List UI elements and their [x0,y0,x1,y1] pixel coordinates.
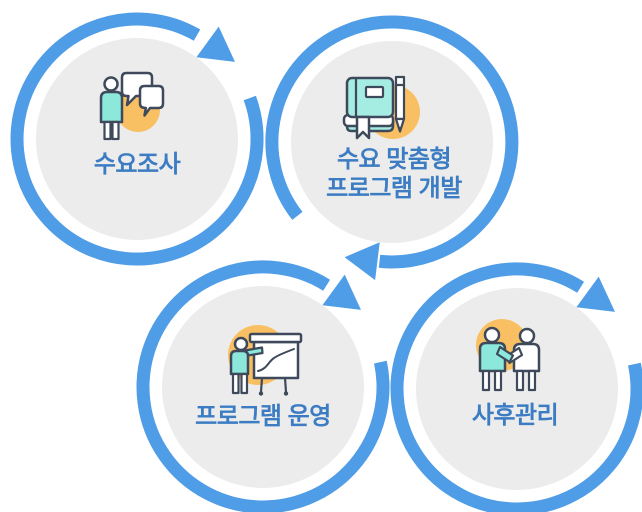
step-label-3: 프로그램 운영 [173,402,353,431]
cycle-arrow-ring-1 [10,12,264,266]
presenter-leg [231,372,240,395]
cycle-arrow-ring-3 [136,260,390,512]
right-person-head [518,327,536,345]
presenter-chart-board-icon [228,325,303,396]
arrow-head-2 [344,242,380,281]
speech-bubble-small [138,84,165,117]
step-label-3-text: 프로그램 운영 [195,403,331,430]
left-person-arm [495,345,515,364]
person-speech-bubbles-icon [99,71,165,141]
arrow-head-1 [196,26,235,62]
left-person-leg [493,369,503,392]
book-and-pencil-icon [342,75,420,140]
cycle-arrow-ring-2 [265,15,519,269]
board-foot [258,391,264,396]
chart-curve [257,348,295,372]
presenter-head [233,336,249,352]
person-head [103,76,119,92]
step-label-4: 사후관리 [425,401,605,430]
step-label-2-line-2: 프로그램 개발 [326,175,462,202]
arrow-head-3 [322,274,361,310]
bookmark-ribbon [355,115,371,140]
step-label-2-line-1: 수요 맞춤형 [336,146,452,173]
step-label-2: 수요 맞춤형 프로그램 개발 [304,145,484,203]
speech-bubble-large [120,71,154,107]
handshake-people-icon [476,319,541,392]
right-person-leg [515,369,525,392]
pencil-lead [398,127,402,132]
pencil-body [394,75,406,121]
pencil-tip [394,117,406,133]
step-label-1: 수요조사 [57,150,217,179]
left-person-leg [481,369,491,392]
board-foot [283,391,289,396]
book-label [364,85,385,99]
person-torso [99,90,124,124]
step-circle-1 [36,38,238,240]
step-label-4-text: 사후관리 [471,402,559,429]
presenter-torso [229,349,250,376]
presenter-leg [240,372,249,395]
left-person-head [483,326,501,344]
right-person-leg [527,369,537,392]
person-leg [103,120,112,141]
cycle-arrow-ring-4 [390,262,642,512]
person-leg [111,120,120,141]
board-top-bar [248,332,303,344]
step-label-1-text: 수요조사 [93,151,181,178]
step-circle-3 [162,286,364,488]
board-leg [283,376,288,394]
step-circle-2 [291,41,493,243]
board-leg [259,376,264,394]
cycle-arrows [10,12,642,512]
arrow-head-4 [576,276,615,312]
